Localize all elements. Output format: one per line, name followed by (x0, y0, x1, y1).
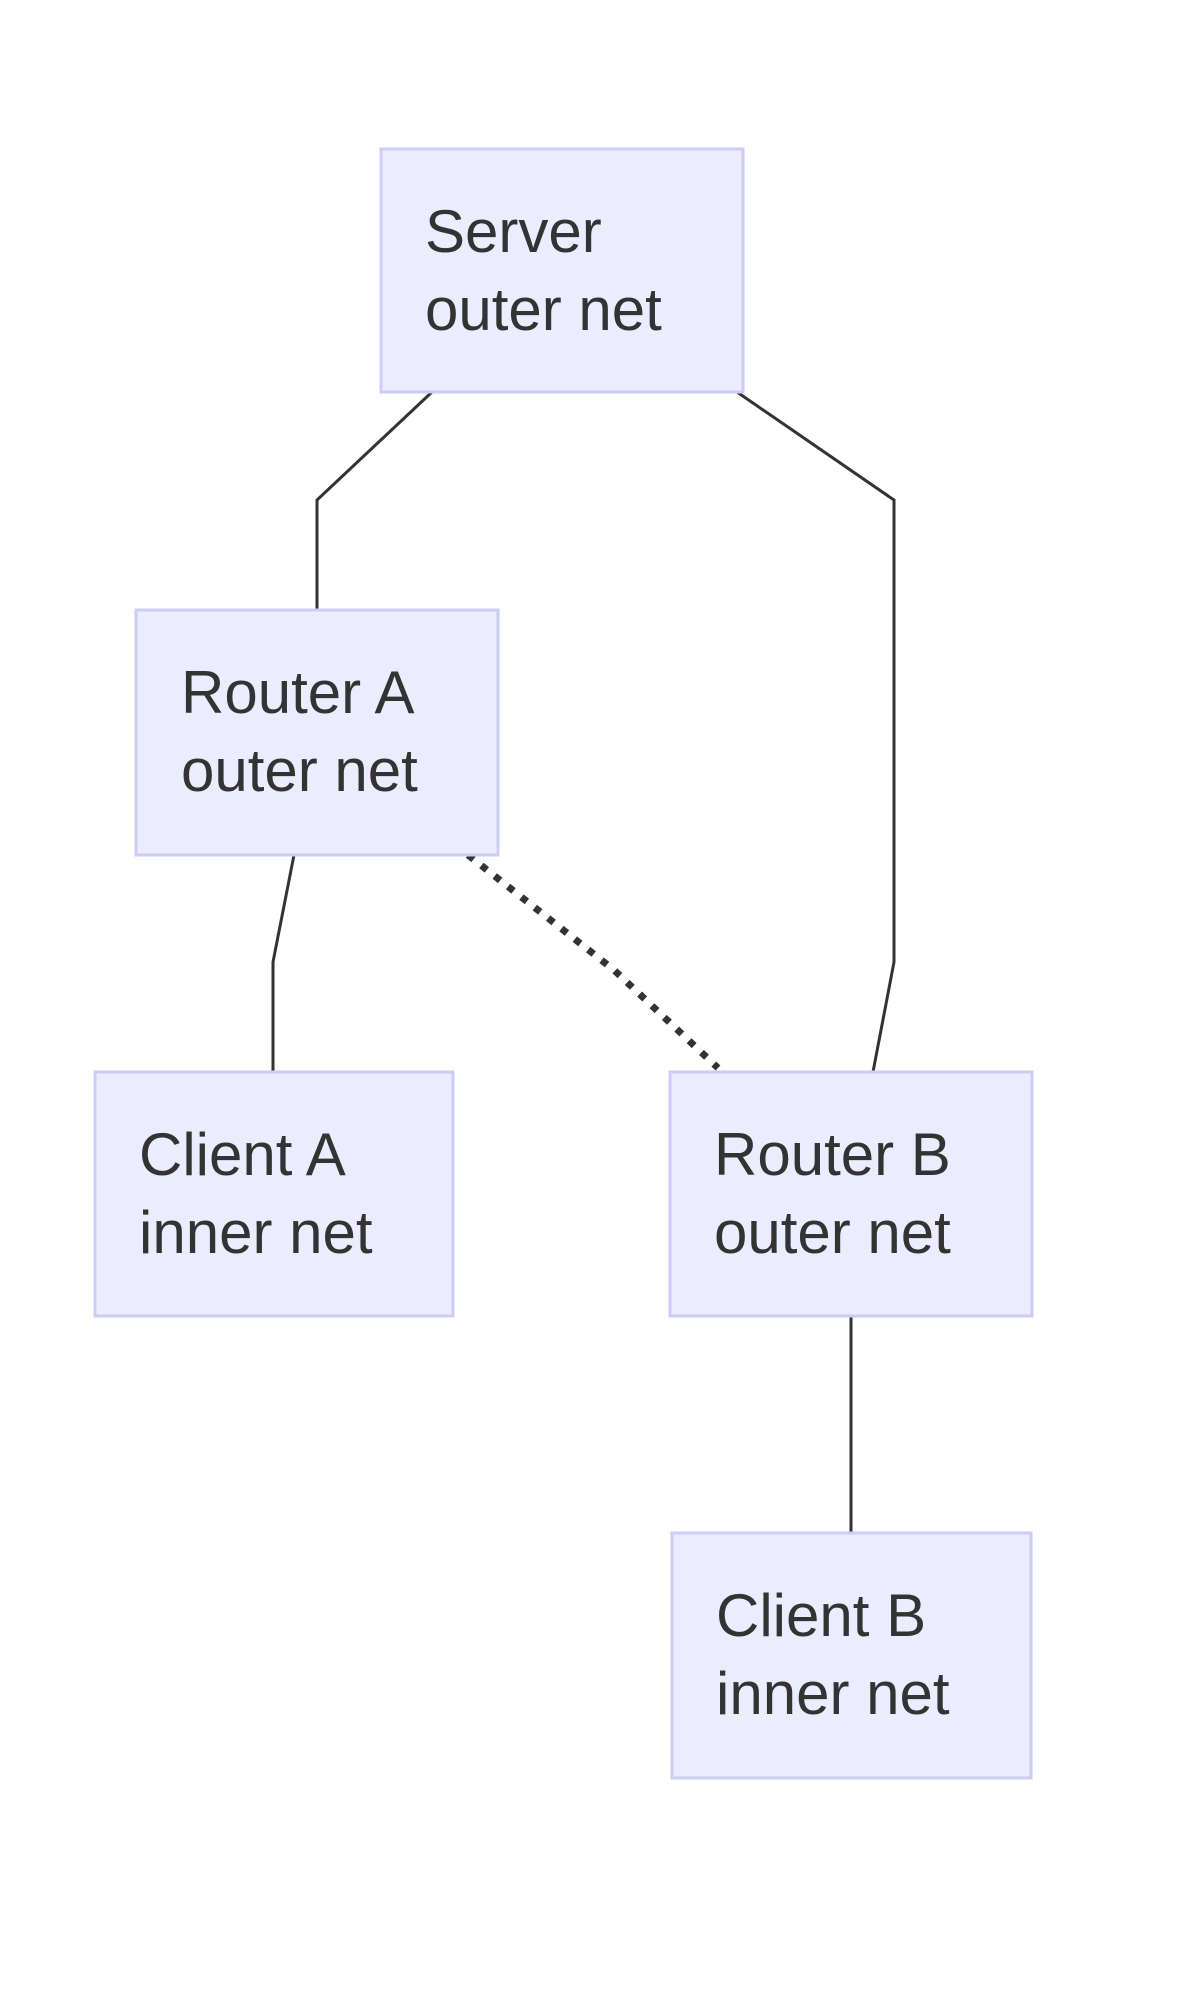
node-client-a-label: Client A inner net (139, 1121, 373, 1266)
node-client-b-line1: Client B (716, 1582, 926, 1649)
node-client-b: Client B inner net (670, 1531, 1033, 1780)
node-server-line2: outer net (425, 276, 662, 343)
node-client-a: Client A inner net (93, 1070, 455, 1318)
node-client-a-line2: inner net (139, 1199, 373, 1266)
node-server-label: Server outer net (425, 198, 662, 343)
node-client-b-label: Client B inner net (716, 1582, 950, 1727)
node-router-b-line1: Router B (714, 1121, 951, 1188)
node-client-b-line2: inner net (716, 1660, 950, 1727)
edge-server-router-b (736, 390, 896, 1073)
node-router-a-box (134, 608, 500, 857)
node-router-b-box (668, 1070, 1034, 1318)
node-router-a-line2: outer net (181, 737, 418, 804)
node-router-b-line2: outer net (714, 1199, 951, 1266)
node-client-a-box (93, 1070, 455, 1318)
edge-router-a-client-a (271, 854, 296, 1072)
edge-server-router-a (315, 390, 434, 610)
node-server-line1: Server (425, 198, 602, 265)
edge-router-a-router-b-dotted (465, 852, 721, 1071)
edges (271, 390, 896, 1533)
node-router-b: Router B outer net (668, 1070, 1034, 1318)
node-server: Server outer net (379, 147, 745, 394)
node-client-b-box (670, 1531, 1033, 1780)
node-router-b-label: Router B outer net (714, 1121, 967, 1266)
node-server-box (379, 147, 745, 394)
node-client-a-line1: Client A (139, 1121, 346, 1188)
node-router-a-label: Router A outer net (181, 659, 428, 804)
node-router-a: Router A outer net (134, 608, 500, 857)
node-router-a-line1: Router A (181, 659, 414, 726)
